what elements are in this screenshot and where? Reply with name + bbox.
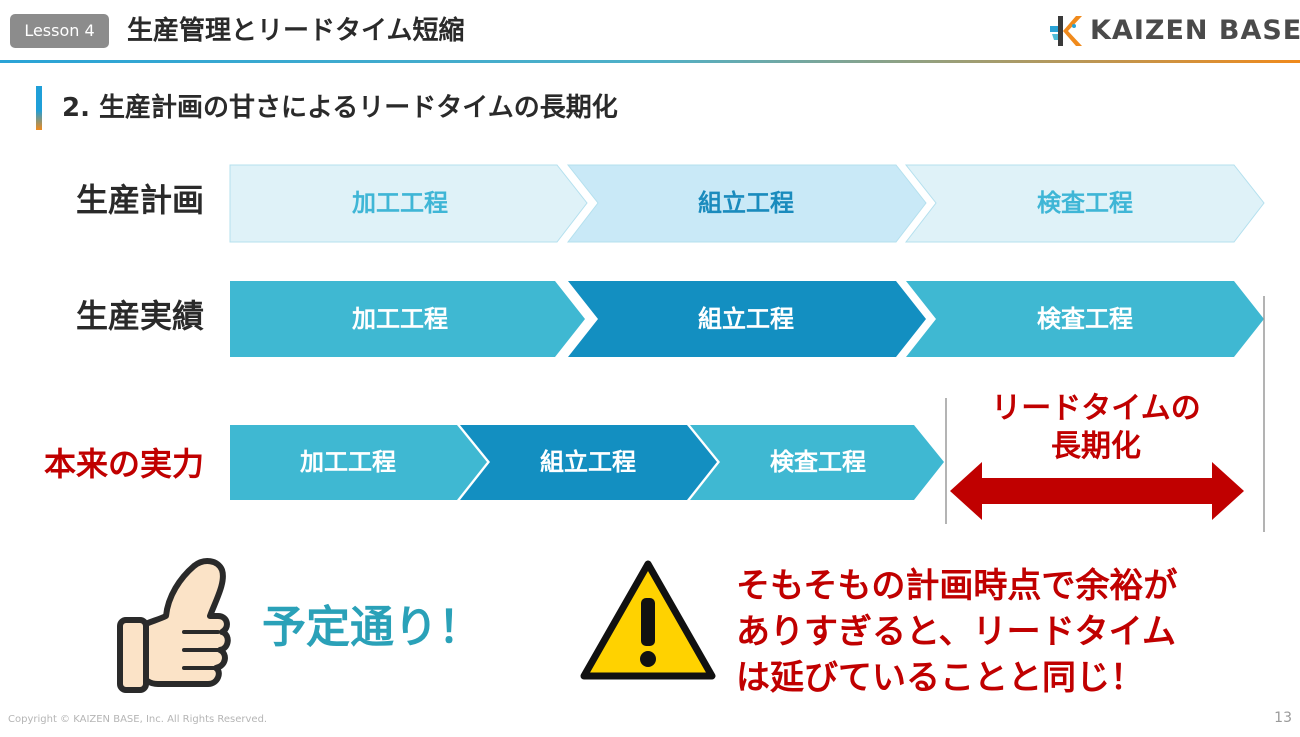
footer-copyright: Copyright © KAIZEN BASE, Inc. All Rights… (8, 714, 268, 725)
lead-time-label: リードタイムの 長期化 (950, 390, 1242, 466)
capability-step-processing-label: 加工工程 (300, 448, 396, 476)
plan-step-inspection-label: 検査工程 (1037, 189, 1133, 217)
header-divider (0, 60, 1300, 63)
row-label-true-capability: 本来の実力 (44, 445, 205, 483)
capability-step-assembly-label: 組立工程 (540, 448, 636, 476)
capability-step-inspection-label: 検査工程 (770, 448, 866, 476)
logo-text: KAIZEN BASE (1090, 15, 1300, 46)
warning-line3: は延びていることと同じ！ (736, 658, 1144, 698)
actual-step-inspection-label: 検査工程 (1037, 305, 1133, 333)
capability-step-processing (230, 425, 487, 500)
actual-flow: 加工工程 組立工程 検査工程 (230, 281, 1264, 357)
lesson-badge: Lesson 4 (10, 14, 109, 48)
lead-time-label-line1: リードタイムの (991, 391, 1201, 426)
lead-time-label-line2: 長期化 (1051, 429, 1141, 464)
warning-triangle-icon (580, 560, 716, 680)
warning-message: そもそもの計画時点で余裕が ありすぎると、リードタイム は延びていることと同じ！ (736, 563, 1276, 701)
row-label-actual: 生産実績 (76, 297, 205, 335)
actual-step-assembly (568, 281, 926, 357)
warning-line1: そもそもの計画時点で余裕が (736, 566, 1178, 606)
plan-step-processing (229, 164, 588, 243)
section-title: 2. 生産計画の甘さによるリードタイムの長期化 (62, 93, 618, 123)
section-accent-bar (36, 86, 42, 130)
warning-line2: ありすぎると、リードタイム (736, 612, 1176, 652)
row-label-plan: 生産計画 (76, 181, 205, 219)
plan-step-assembly-label: 組立工程 (698, 189, 794, 217)
actual-step-inspection (906, 281, 1264, 357)
capability-flow: 加工工程 組立工程 検査工程 (230, 425, 944, 500)
capability-step-inspection (690, 425, 944, 500)
plan-step-inspection (904, 164, 1265, 243)
thumbs-up-icon (117, 558, 231, 693)
actual-step-processing (230, 281, 585, 357)
plan-step-assembly (566, 164, 927, 243)
actual-step-assembly-label: 組立工程 (698, 305, 794, 333)
kaizen-logo-icon (1050, 16, 1082, 46)
actual-step-processing-label: 加工工程 (352, 305, 448, 333)
capability-step-assembly (460, 425, 717, 500)
header-title: 生産管理とリードタイム短縮 (127, 16, 465, 46)
plan-flow: 加工工程 組立工程 検査工程 (229, 164, 1265, 243)
double-arrow-icon (950, 462, 1244, 520)
plan-step-processing-label: 加工工程 (352, 189, 448, 217)
kaizen-base-logo: KAIZEN BASE (1046, 10, 1300, 52)
page-number: 13 (1274, 710, 1292, 726)
on-schedule-message: 予定通り！ (262, 602, 482, 653)
